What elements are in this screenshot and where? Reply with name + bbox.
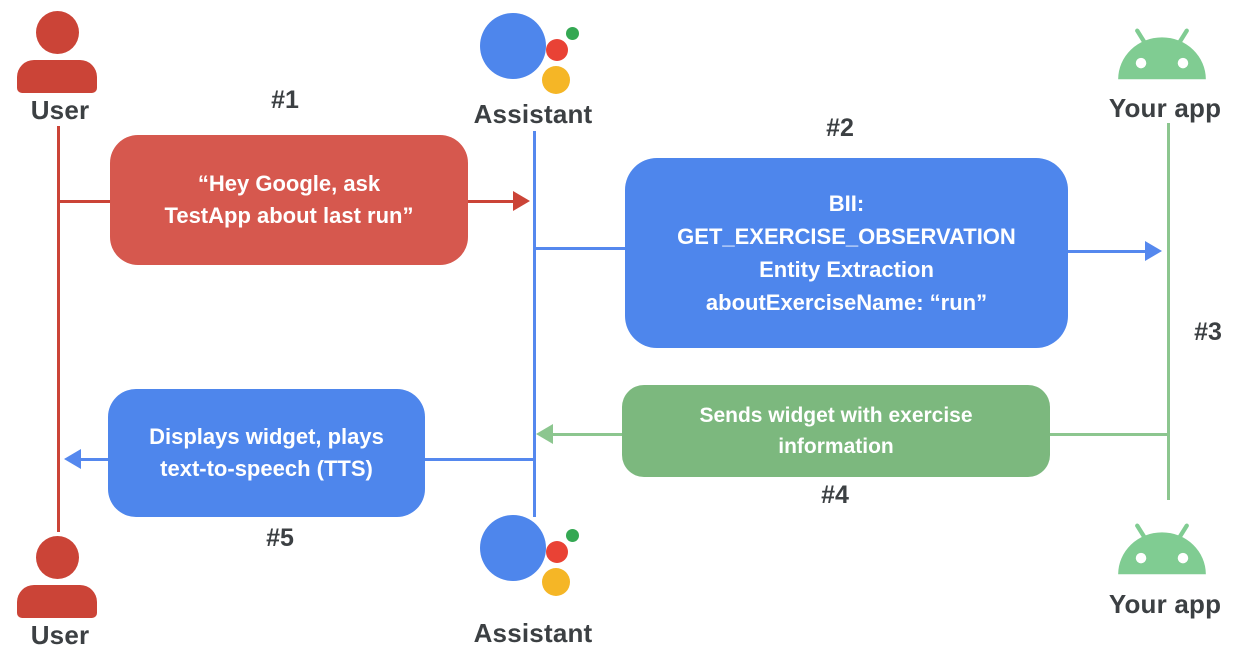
user-bottom-label: User	[30, 620, 90, 650]
assistant-yellow-dot	[542, 66, 570, 94]
message-5-arrow-line	[81, 458, 108, 461]
message-4-arrow-line	[553, 433, 622, 436]
assistant-blue-dot	[480, 13, 546, 79]
step-4-tag: #4	[821, 481, 849, 509]
person-head	[35, 11, 79, 54]
message-4-box: Sends widget with exercise information	[622, 385, 1050, 477]
android-robot-icon	[1118, 523, 1206, 575]
assistant-bottom-label: Assistant	[473, 618, 593, 648]
message-4-text: information	[778, 435, 894, 458]
assistant-green-dot	[566, 529, 579, 542]
assistant-yellow-dot	[542, 568, 570, 596]
message-1-arrowhead-icon	[513, 191, 530, 211]
step-1-tag: #1	[271, 86, 299, 114]
message-1-box: “Hey Google, ask TestApp about last run”	[110, 135, 468, 265]
assistant-red-dot	[546, 541, 568, 563]
message-1-text: TestApp about last run”	[164, 203, 414, 228]
message-2-text: BII:	[828, 191, 865, 216]
app-lifeline	[1167, 123, 1170, 500]
user-top-label: User	[30, 95, 90, 125]
message-5-text: Displays widget, plays	[149, 424, 384, 449]
person-head	[35, 536, 79, 579]
message-2-text: Entity Extraction	[759, 257, 934, 282]
person-icon	[17, 11, 97, 95]
message-5-text: text-to-speech (TTS)	[160, 456, 373, 481]
person-torso	[17, 585, 97, 618]
person-icon	[17, 536, 97, 620]
message-4-text: Sends widget with exercise	[699, 404, 973, 427]
message-2-connector	[536, 247, 625, 250]
assistant-top-label: Assistant	[473, 99, 593, 129]
step-5-tag: #5	[266, 524, 294, 552]
message-5-connector	[425, 458, 533, 461]
message-1-text: “Hey Google, ask	[197, 171, 381, 196]
step-3-tag: #3	[1194, 318, 1222, 346]
user-lifeline	[57, 126, 60, 532]
assistant-green-dot	[566, 27, 579, 40]
assistant-red-dot	[546, 39, 568, 61]
message-2-box: BII: GET_EXERCISE_OBSERVATION Entity Ext…	[625, 158, 1068, 348]
step-2-tag: #2	[826, 114, 854, 142]
app-bottom-label: Your app	[1108, 589, 1222, 619]
message-1-connector	[59, 200, 110, 203]
message-5-box: Displays widget, plays text-to-speech (T…	[108, 389, 425, 517]
assistant-lifeline	[533, 131, 536, 517]
message-4-arrowhead-icon	[536, 424, 553, 444]
android-robot-icon	[1118, 28, 1206, 80]
message-2-arrow-line	[1068, 250, 1146, 253]
message-2-arrowhead-icon	[1145, 241, 1162, 261]
assistant-blue-dot	[480, 515, 546, 581]
message-2-text: GET_EXERCISE_OBSERVATION	[677, 224, 1016, 249]
google-assistant-logo-icon	[480, 512, 585, 604]
message-2-text: aboutExerciseName: “run”	[705, 290, 988, 315]
google-assistant-logo-icon	[480, 10, 585, 102]
person-torso	[17, 60, 97, 93]
app-top-label: Your app	[1108, 93, 1222, 123]
message-1-arrow-line	[468, 200, 514, 203]
message-5-arrowhead-icon	[64, 449, 81, 469]
message-4-connector	[1050, 433, 1167, 436]
